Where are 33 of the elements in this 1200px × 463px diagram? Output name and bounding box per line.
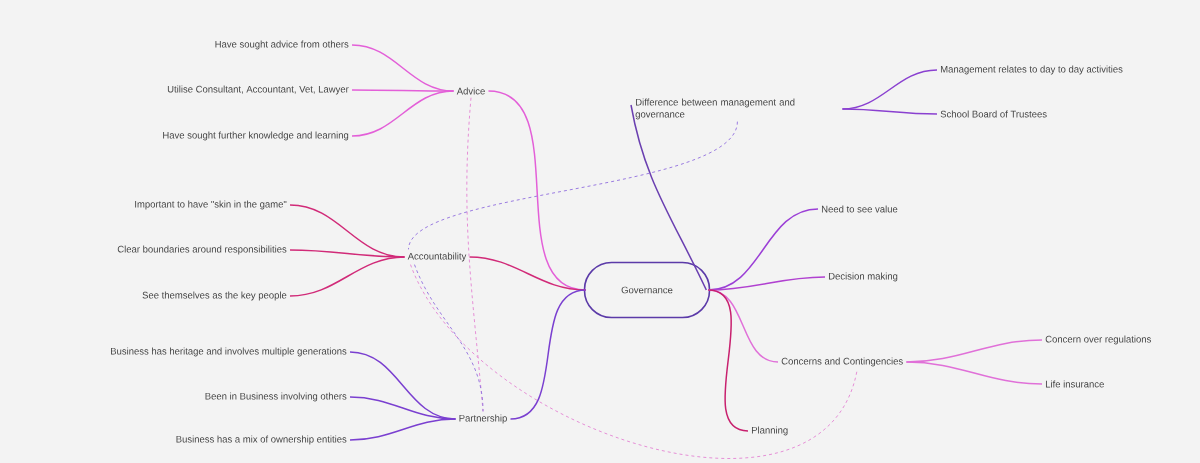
topic-label: Concern over regulations (1045, 335, 1151, 345)
topic-label: Partnership (459, 414, 507, 424)
topic-label: Concerns and Contingencies (781, 357, 903, 367)
connector (410, 264, 858, 459)
topic-label: Business has heritage and involves multiple generations (111, 347, 347, 357)
topic-label: Important to have "skin in the game" (135, 200, 287, 210)
topic-label: Life insurance (1046, 380, 1104, 388)
topic-label: Been in Business involving others (205, 392, 347, 402)
connector (905, 361, 1043, 385)
connector (349, 418, 457, 441)
topic-label: School Board of Trustees (940, 110, 1047, 118)
connector (707, 289, 749, 432)
connector (841, 108, 938, 115)
connector (351, 90, 455, 137)
topic-label: Need to see value (822, 205, 898, 213)
connector (408, 121, 738, 250)
connector (289, 256, 406, 297)
connector (414, 264, 484, 412)
topic-label: Decision making (829, 272, 898, 282)
topic-label: Accountability (407, 252, 467, 262)
topic-label: See themselves as the key people (142, 291, 287, 301)
topic-label: Planning (752, 426, 788, 436)
governance-box: Governance (583, 261, 711, 319)
topic-label: Utilise Consultant, Accountant, Vet, Lawyer (167, 85, 349, 95)
topic-label: Have sought advice from others (215, 40, 349, 50)
connector (509, 289, 587, 420)
topic-label: Difference between management and governance (635, 98, 795, 120)
topic-label: Advice (456, 87, 485, 95)
topic-label: Have sought further knowledge and learning (163, 131, 349, 141)
connector (630, 104, 708, 291)
topic-label: Clear boundaries around responsibilities (117, 245, 287, 255)
topic-label: Business has a mix of ownership entities (176, 435, 347, 445)
topic-label: Management relates to day to day activities (941, 65, 1123, 75)
